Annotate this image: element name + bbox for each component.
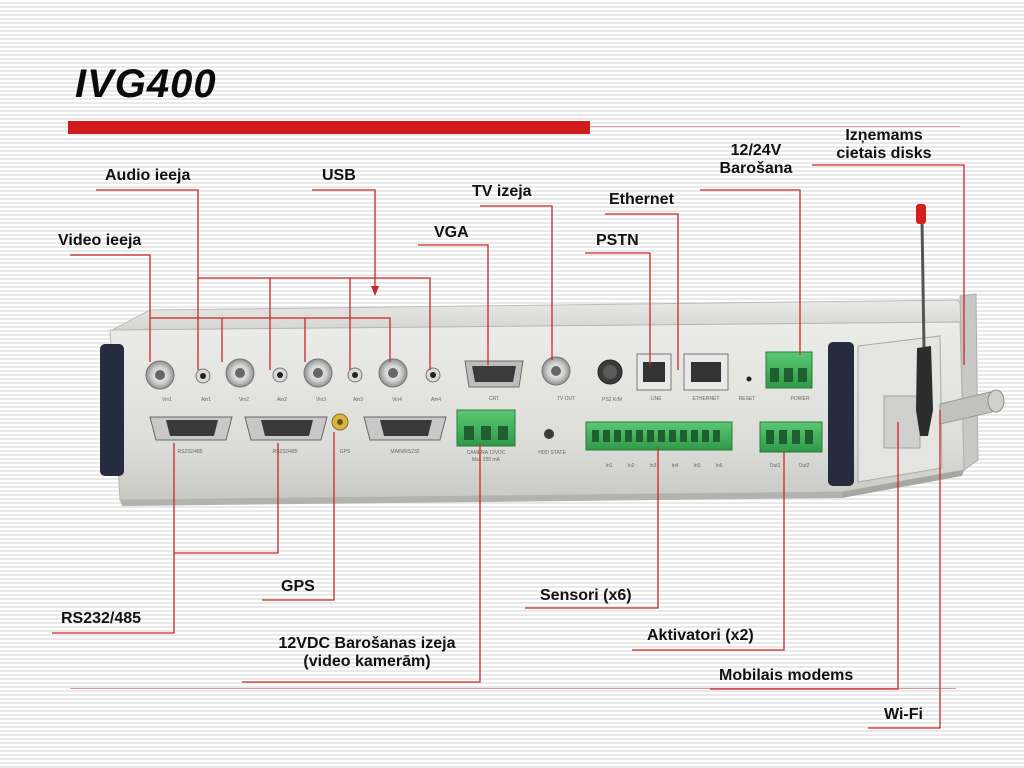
panel-label-in3: In3	[650, 463, 657, 469]
camera-power-terminal	[456, 409, 516, 447]
leader-kamera	[242, 444, 481, 683]
panel-label-vin1: Vin1	[162, 397, 172, 403]
vga-port	[464, 360, 524, 388]
leader-ethernet	[605, 213, 679, 370]
label-disks-line1: Izņemams	[845, 127, 923, 144]
rj-ports	[636, 353, 729, 391]
leader-tv-izeja	[480, 205, 553, 360]
db9-ports	[149, 416, 447, 441]
leader-usb	[312, 189, 376, 286]
panel-label-rs232-2: RS232/485	[272, 449, 297, 455]
leader-modems	[710, 422, 899, 690]
leader-wifi	[868, 410, 941, 729]
actuator-terminal-block	[759, 421, 823, 453]
bnc-connectors	[145, 356, 571, 390]
panel-label-out1: Out1	[770, 463, 781, 469]
label-vga: VGA	[434, 224, 469, 241]
label-gps: GPS	[281, 578, 315, 595]
leader-vga	[418, 244, 489, 365]
audio-jacks	[195, 367, 441, 384]
label-barosana-line2: Barošana	[719, 160, 793, 177]
panel-label-ps2: PS2 K/M	[602, 397, 622, 403]
leader-aktivatori	[632, 452, 785, 651]
panel-label-in1: In1	[606, 463, 613, 469]
panel-label-ethernet: ETHERNET	[693, 396, 720, 402]
panel-label-main-rs232: MAIN/RS232	[390, 449, 419, 455]
panel-label-ain1: Ain1	[201, 397, 211, 403]
label-ethernet: Ethernet	[609, 191, 674, 208]
label-tv-izeja: TV izeja	[472, 183, 532, 200]
leader-rs232-branch	[174, 443, 279, 554]
label-sensori: Sensori (x6)	[540, 587, 632, 604]
leader-audio-ieeja	[96, 189, 199, 370]
panel-label-vin4: Vin4	[392, 397, 402, 403]
panel-port-labels: Vin1 Ain1 Vin2 Ain2 Vin3 Ain3 Vin4 Ain4 …	[162, 396, 810, 469]
panel-label-line: LINE	[650, 396, 662, 402]
panel-label-in4: In4	[672, 463, 679, 469]
panel-label-max-ma: Max 250 mA	[472, 457, 501, 463]
panel-label-in6: In6	[716, 463, 723, 469]
ps2-port	[597, 359, 623, 385]
title-accent-bar	[68, 121, 590, 134]
power-terminal	[765, 351, 813, 389]
panel-label-power: POWER	[791, 396, 810, 402]
panel-label-hdd-state: HDD STATE	[538, 450, 566, 456]
panel-label-out2: Out2	[799, 463, 810, 469]
leader-gps	[262, 432, 335, 601]
leader-rs232	[52, 443, 175, 634]
panel-ports	[145, 351, 823, 453]
label-disks-line2: cietais disks	[836, 145, 932, 162]
sensor-terminal-block	[585, 421, 733, 451]
leader-disks	[812, 164, 965, 365]
panel-label-crt: CRT	[489, 396, 499, 402]
hdd-led	[544, 429, 554, 439]
footer-divider-line	[70, 688, 956, 689]
panel-label-gps: GPS	[340, 449, 351, 455]
panel-label-camera: CAMERA 12VDC	[467, 450, 506, 456]
panel-label-ain3: Ain3	[353, 397, 363, 403]
label-disks: Izņemams cietais disks	[818, 127, 950, 163]
leader-video-branch	[150, 317, 391, 362]
label-kamera-line2: (video kamerām)	[303, 653, 431, 670]
title-divider-line	[590, 126, 960, 127]
leader-video-ieeja	[70, 254, 151, 362]
usb-arrow-head	[371, 286, 379, 296]
panel-label-tv-out: TV OUT	[557, 396, 575, 402]
label-modems: Mobilais modems	[719, 667, 854, 684]
leader-sensori	[525, 447, 659, 609]
label-aktivatori: Aktivatori (x2)	[647, 627, 754, 644]
gps-antenna-port	[331, 413, 349, 431]
panel-label-reset: RESET	[739, 396, 756, 402]
label-wifi: Wi-Fi	[884, 706, 923, 723]
slide-title: IVG400	[75, 62, 217, 106]
label-barosana: 12/24V Barošana	[704, 142, 808, 178]
reset-hole	[746, 376, 752, 382]
leader-lines	[52, 164, 965, 729]
panel-label-rs232-1: RS232/485	[177, 449, 202, 455]
panel-label-ain2: Ain2	[277, 397, 287, 403]
label-video-ieeja: Video ieeja	[58, 232, 142, 249]
label-rs232: RS232/485	[61, 610, 142, 627]
label-kamera: 12VDC Barošanas izeja (video kamerām)	[244, 635, 490, 671]
panel-label-in5: In5	[694, 463, 701, 469]
panel-label-ain4: Ain4	[431, 397, 441, 403]
leader-pstn	[585, 252, 651, 366]
label-audio-ieeja: Audio ieeja	[105, 167, 191, 184]
leader-audio-branch	[198, 277, 431, 370]
leader-barosana	[700, 189, 801, 355]
panel-label-vin2: Vin2	[239, 397, 249, 403]
label-kamera-line1: 12VDC Barošanas izeja	[278, 635, 456, 652]
label-usb: USB	[322, 167, 356, 184]
panel-label-vin3: Vin3	[316, 397, 326, 403]
label-pstn: PSTN	[596, 232, 639, 249]
panel-label-in2: In2	[628, 463, 635, 469]
label-barosana-line1: 12/24V	[730, 142, 782, 159]
